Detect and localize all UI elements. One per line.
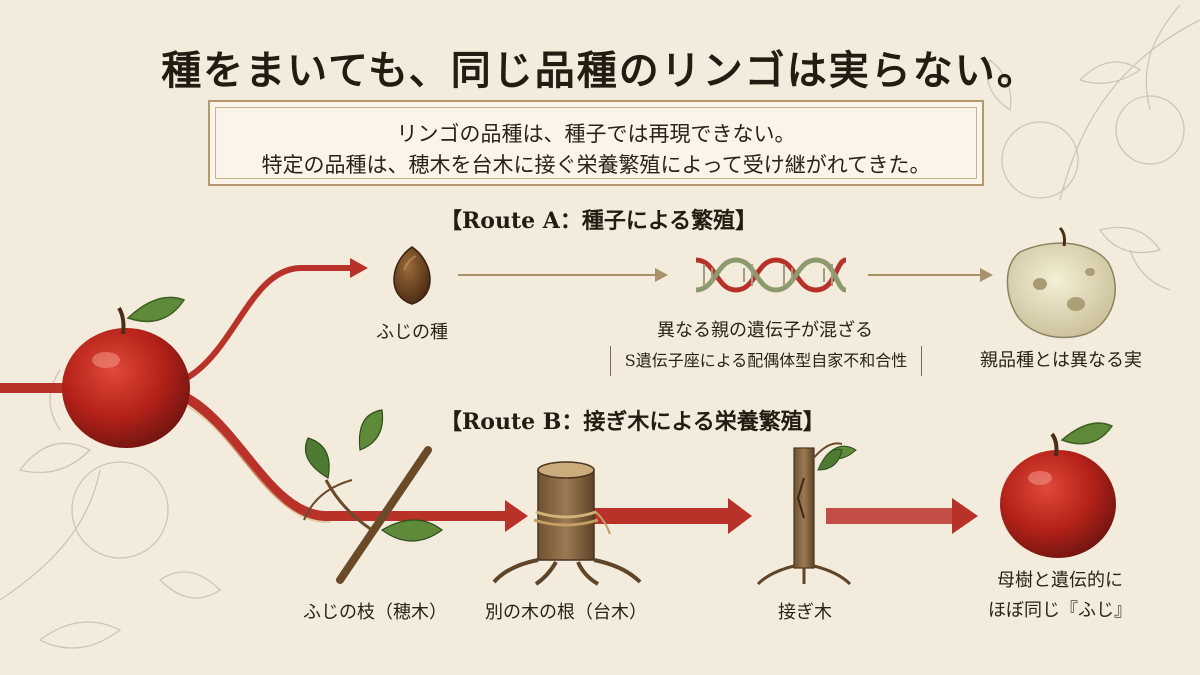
grafted-tree-icon (756, 442, 857, 586)
seed-label: ふじの種 (376, 322, 448, 343)
sketch-bottom-left (0, 369, 222, 649)
rootstock-label: 別の木の根（台木） (485, 602, 647, 623)
grafted-label: 接ぎ木 (778, 602, 832, 623)
scion-label: ふじの枝（穂木） (303, 602, 447, 623)
flow-bar-b3 (826, 508, 954, 524)
genes-note: S遺伝子座による配偶体型自家不和合性 (610, 346, 922, 376)
route-b-title: 【Route B：接ぎ木による栄養繁殖】 (440, 409, 825, 435)
fuji-result-label-1: 母樹と遺伝的に (997, 570, 1123, 591)
route-a-title: 【Route A：種子による繁殖】 (440, 208, 758, 234)
dna-helix-icon (695, 257, 847, 293)
subtitle-line-1: リンゴの品種は、種子では再現できない。 (396, 122, 796, 146)
seed-icon (393, 246, 431, 305)
page-title: 種をまいても、同じ品種のリンゴは実らない。 (161, 47, 1039, 94)
apple-left-icon (62, 296, 190, 448)
fuji-apple-icon (1000, 422, 1116, 558)
flow-arrow-b1 (505, 500, 528, 532)
subtitle-line-2: 特定の品種は、穂木を台木に接ぐ栄養繁殖によって受け継がれてきた。 (261, 153, 931, 177)
flow-arrow-a (350, 258, 368, 278)
different-fruit-label: 親品種とは異なる実 (980, 350, 1142, 371)
subtitle-box: リンゴの品種は、種子では再現できない。 特定の品種は、穂木を台木に接ぐ栄養繁殖に… (208, 100, 984, 186)
flow-bar-b2 (592, 508, 730, 524)
different-apple-icon (1006, 226, 1116, 339)
flow-arrow-b3 (952, 498, 978, 534)
genes-label: 異なる親の遺伝子が混ざる (657, 320, 873, 341)
sketch-top-right (986, 4, 1200, 291)
fuji-result-label-2: ほぼ同じ『ふじ』 (988, 600, 1132, 621)
rootstock-stump-icon (492, 461, 642, 586)
flow-arrow-b2 (728, 498, 752, 534)
scion-branch-icon (303, 409, 443, 584)
